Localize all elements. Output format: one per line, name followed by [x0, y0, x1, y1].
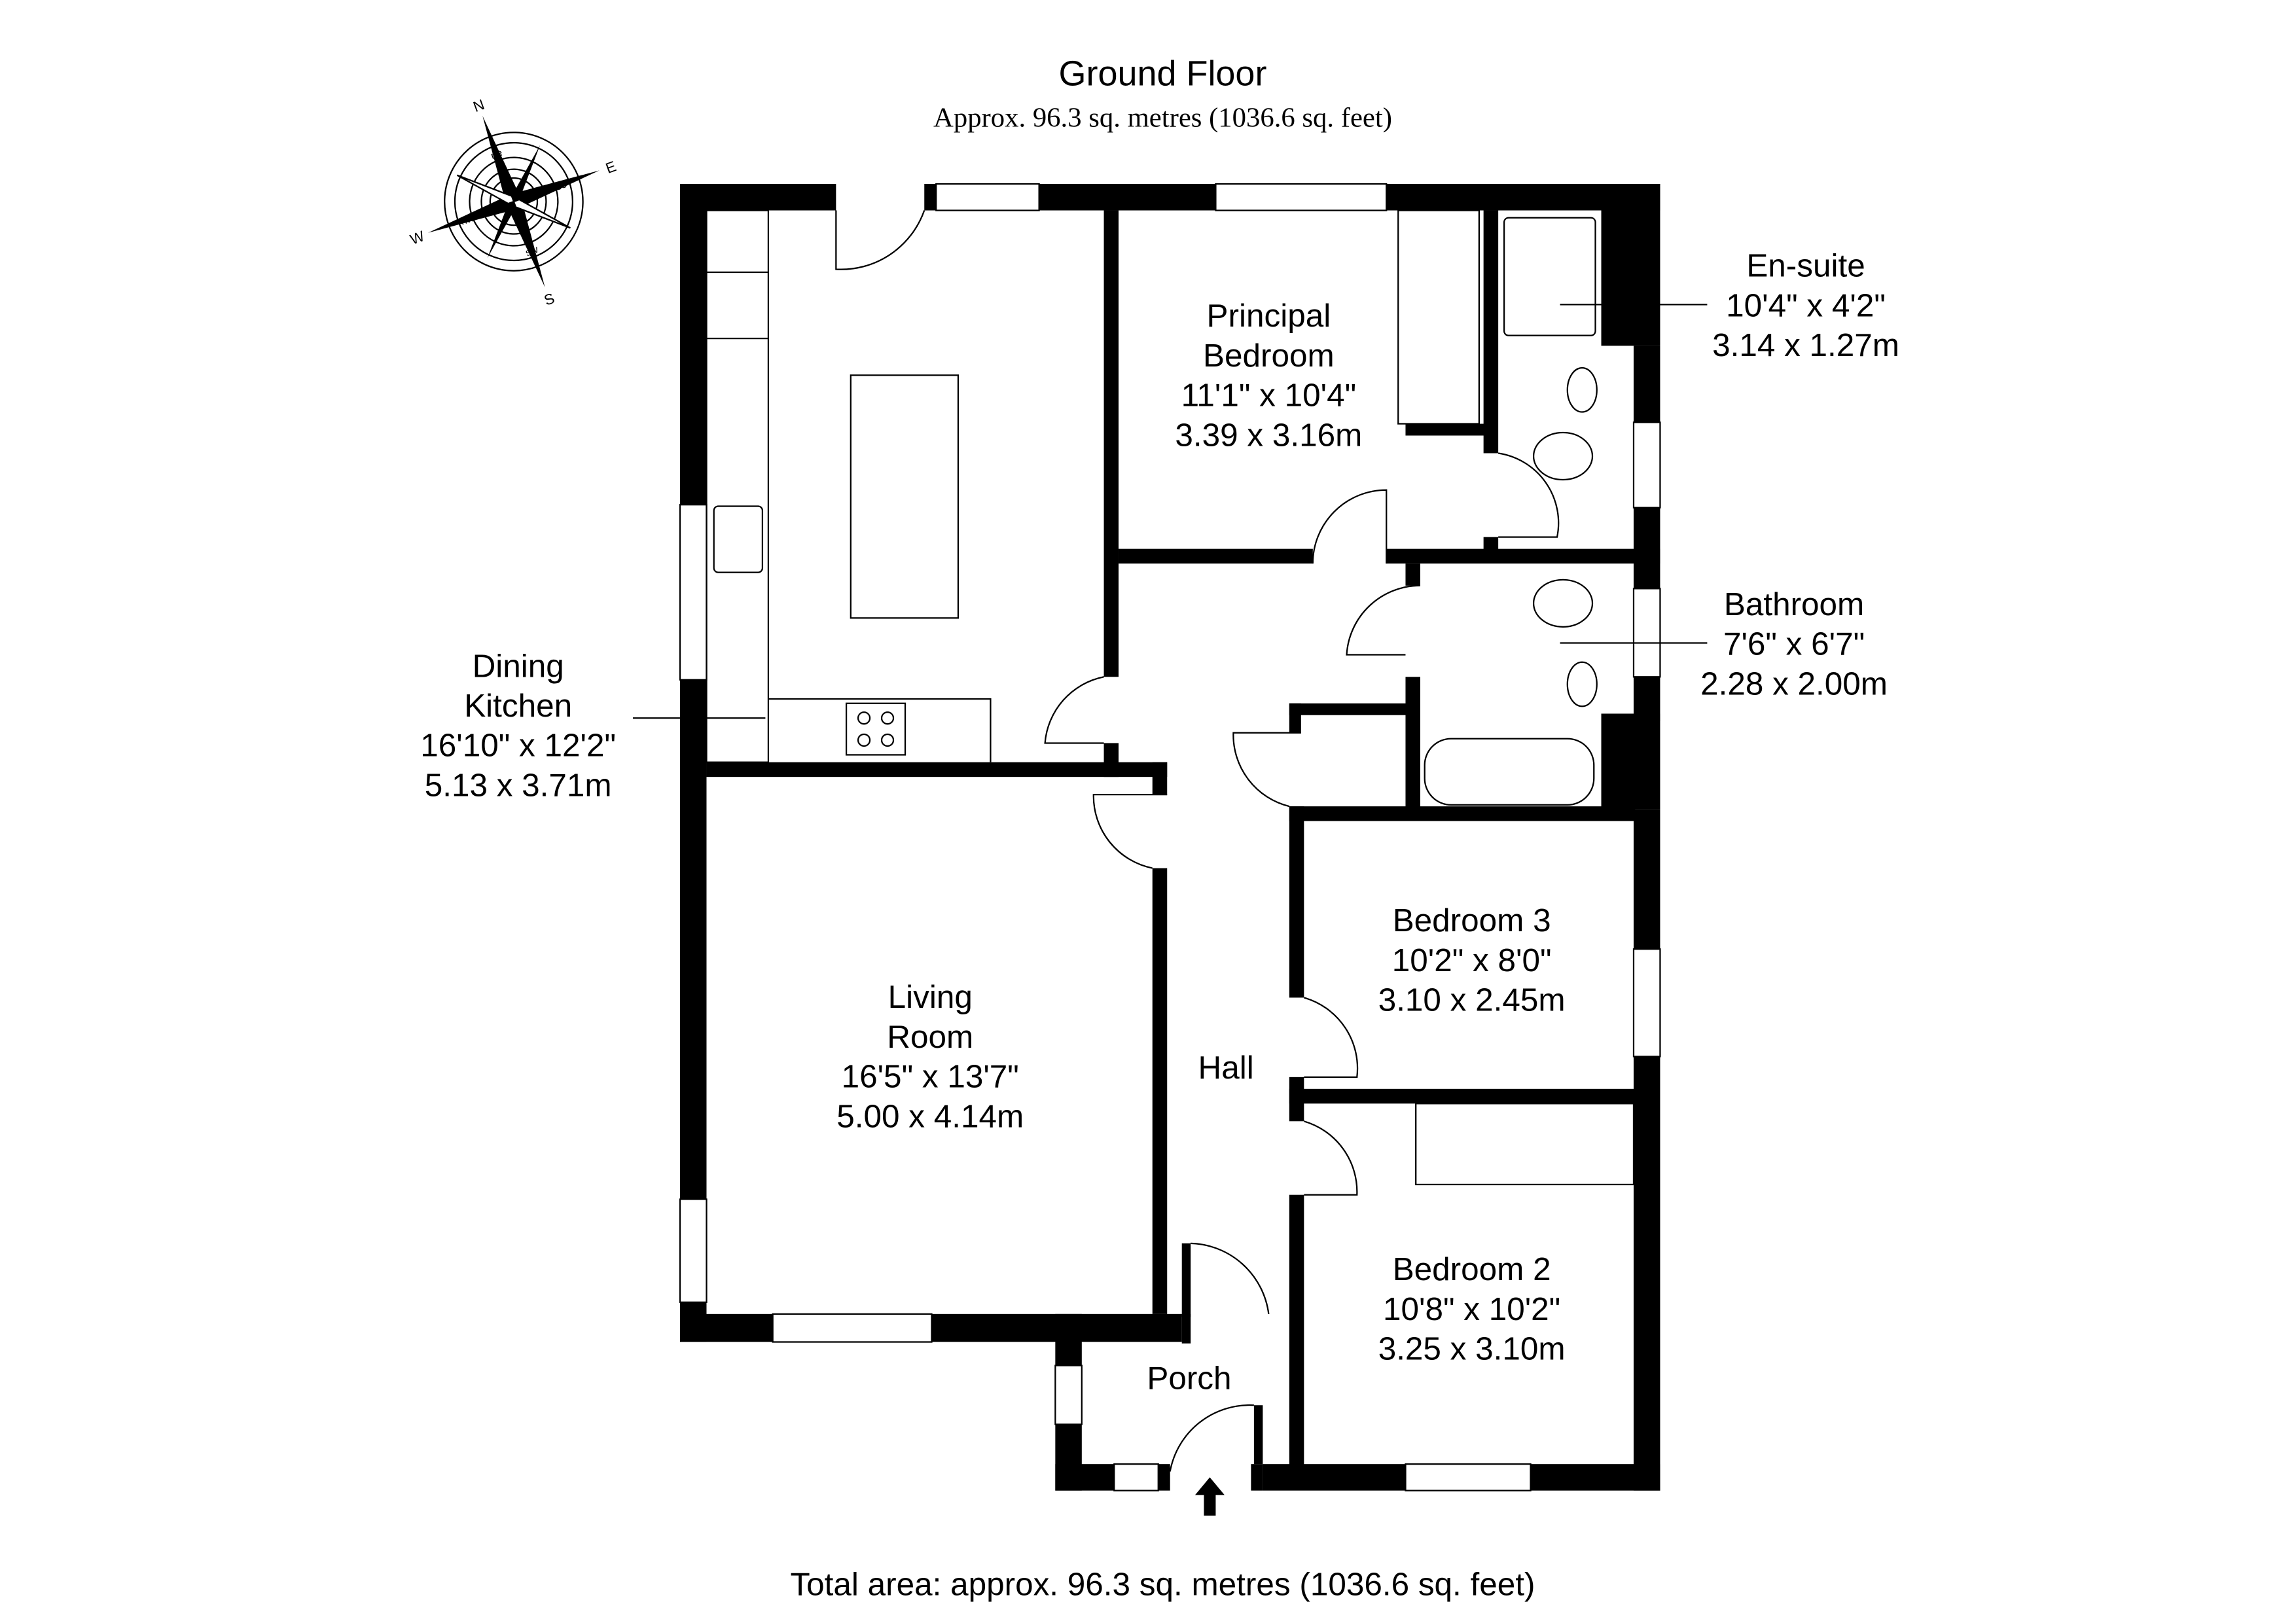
svg-text:Porch: Porch: [1147, 1361, 1231, 1397]
room-bedroom-3: Bedroom 3 10'2" x 8'0" 3.10 x 2.45m: [1378, 902, 1566, 1018]
compass-nw: nw: [459, 213, 476, 228]
room-principal-bedroom: Principal Bedroom 11'1" x 10'4" 3.39 x 3…: [1175, 298, 1362, 453]
plan-subtitle: Approx. 96.3 sq. metres (1036.6 sq. feet…: [933, 102, 1392, 133]
svg-text:2.28 x 2.00m: 2.28 x 2.00m: [1700, 666, 1888, 702]
svg-text:16'10" x 12'2": 16'10" x 12'2": [420, 728, 616, 764]
plan-title: Ground Floor: [1059, 54, 1267, 93]
svg-text:Principal: Principal: [1207, 298, 1331, 334]
fixtures: [706, 209, 1635, 1516]
shower-icon: [1503, 217, 1596, 336]
basin-icon: [1566, 366, 1598, 413]
svg-text:16'5" x 13'7": 16'5" x 13'7": [842, 1059, 1019, 1095]
total-area: Total area: approx. 96.3 sq. metres (103…: [790, 1566, 1535, 1602]
kitchen-island: [850, 374, 960, 619]
room-living-room: Living Room 16'5" x 13'7" 5.00 x 4.14m: [836, 979, 1024, 1134]
svg-text:10'2" x 8'0": 10'2" x 8'0": [1392, 942, 1552, 978]
svg-text:11'1" x 10'4": 11'1" x 10'4": [1181, 378, 1357, 414]
room-bathroom: Bathroom 7'6" x 6'7" 2.28 x 2.00m: [1560, 586, 1888, 702]
svg-text:Bathroom: Bathroom: [1724, 586, 1864, 622]
room-bedroom-2: Bedroom 2 10'8" x 10'2" 3.25 x 3.10m: [1378, 1251, 1566, 1366]
svg-text:Room: Room: [887, 1019, 973, 1055]
svg-text:3.14 x 1.27m: 3.14 x 1.27m: [1712, 327, 1899, 363]
svg-text:Living: Living: [888, 979, 973, 1015]
svg-text:Bedroom: Bedroom: [1203, 338, 1335, 374]
compass-east: E: [603, 158, 619, 177]
svg-text:5.13 x 3.71m: 5.13 x 3.71m: [425, 767, 612, 803]
compass-south: S: [542, 290, 557, 309]
compass-sw: sw: [524, 244, 540, 259]
hob-icon: [845, 702, 906, 756]
svg-text:Bedroom 3: Bedroom 3: [1393, 902, 1551, 938]
room-porch: Porch: [1147, 1361, 1231, 1397]
svg-text:En-suite: En-suite: [1746, 248, 1865, 284]
svg-text:10'4" x 4'2": 10'4" x 4'2": [1726, 287, 1886, 323]
svg-text:Dining: Dining: [473, 648, 564, 684]
room-hall: Hall: [1198, 1050, 1254, 1086]
svg-text:5.00 x 4.14m: 5.00 x 4.14m: [836, 1098, 1024, 1134]
entrance-arrow-icon: [1194, 1477, 1225, 1516]
compass-west: W: [408, 228, 427, 248]
svg-text:7'6" x 6'7": 7'6" x 6'7": [1723, 626, 1865, 662]
svg-text:3.25 x 3.10m: 3.25 x 3.10m: [1378, 1331, 1566, 1367]
sink-icon: [713, 505, 764, 573]
compass-ne: ne: [490, 147, 504, 162]
basin-icon: [1566, 661, 1598, 707]
walls: [679, 183, 1661, 1491]
svg-text:Bedroom 2: Bedroom 2: [1393, 1251, 1551, 1287]
room-dining-kitchen: Dining Kitchen 16'10" x 12'2" 5.13 x 3.7…: [420, 648, 766, 803]
toilet-icon: [1532, 431, 1594, 481]
svg-text:3.39 x 3.16m: 3.39 x 3.16m: [1175, 417, 1362, 453]
room-en-suite: En-suite 10'4" x 4'2" 3.14 x 1.27m: [1560, 248, 1899, 363]
svg-text:Hall: Hall: [1198, 1050, 1254, 1086]
compass-se: se: [554, 179, 569, 193]
svg-text:Kitchen: Kitchen: [464, 688, 572, 724]
toilet-icon: [1532, 579, 1594, 628]
svg-text:10'8" x 10'2": 10'8" x 10'2": [1383, 1291, 1560, 1327]
compass-north: N: [471, 96, 487, 115]
compass-rose-icon: N E S W ne se sw nw: [408, 96, 619, 309]
svg-text:3.10 x 2.45m: 3.10 x 2.45m: [1378, 982, 1566, 1018]
bath-icon: [1424, 738, 1595, 806]
